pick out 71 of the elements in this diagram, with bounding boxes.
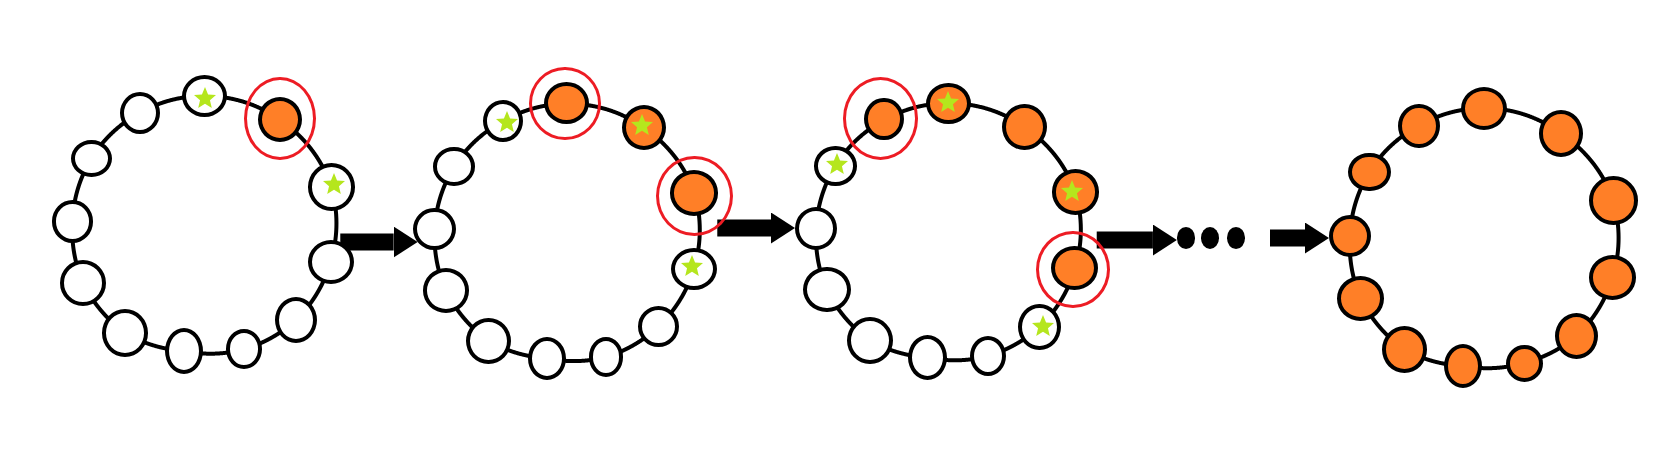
node-circle — [413, 208, 456, 251]
ellipsis-dot — [1226, 226, 1246, 249]
node-circle — [225, 329, 263, 370]
arrow — [717, 212, 795, 244]
node-circle — [165, 328, 203, 374]
node-circle — [433, 147, 475, 186]
highlight-ring — [656, 156, 733, 236]
node-circle — [1381, 325, 1427, 373]
star-icon — [631, 114, 654, 136]
node-circle — [637, 305, 680, 348]
node-circle — [60, 259, 106, 306]
node-circle — [120, 91, 160, 134]
star-icon — [495, 110, 518, 132]
node-circle — [102, 309, 149, 357]
node-circle — [970, 336, 1006, 376]
star-icon — [936, 90, 959, 112]
connector-line — [1051, 286, 1070, 314]
node-circle — [422, 268, 470, 314]
node-circle — [589, 337, 624, 377]
node-circle — [1588, 255, 1637, 300]
node-circle — [482, 100, 524, 143]
connector-line — [454, 307, 474, 329]
connector-line — [463, 129, 489, 154]
star-icon — [681, 255, 704, 277]
node-circle — [864, 97, 904, 141]
node-circle — [1018, 304, 1061, 350]
connector-line — [1369, 315, 1390, 338]
node-circle — [1554, 313, 1599, 360]
node-circle — [1051, 169, 1100, 215]
node-circle — [814, 146, 857, 186]
star-icon — [1060, 180, 1083, 202]
node-circle — [1461, 86, 1508, 130]
connector-line — [92, 299, 111, 321]
node-circle — [257, 96, 302, 142]
node-circle — [1444, 344, 1483, 388]
highlight-ring — [843, 77, 919, 160]
ellipsis-dot — [1176, 226, 1196, 249]
highlight-ring — [529, 67, 601, 140]
star-icon — [323, 173, 346, 195]
highlight-ring — [244, 76, 317, 160]
node-circle — [1538, 110, 1584, 157]
node-circle — [70, 140, 112, 178]
star-icon — [1031, 314, 1054, 336]
node-circle — [307, 240, 354, 284]
connector-line — [835, 306, 856, 329]
arrow — [1096, 224, 1177, 256]
node-circle — [908, 335, 948, 380]
node-circle — [181, 75, 227, 117]
node-circle — [1398, 103, 1440, 148]
node-circle — [1348, 152, 1391, 192]
node-circle — [1588, 176, 1638, 225]
node-circle — [621, 105, 666, 150]
node-circle — [846, 316, 893, 364]
star-icon — [825, 153, 848, 175]
node-circle — [307, 162, 355, 211]
connector-line — [294, 131, 324, 168]
node-circle — [543, 82, 590, 125]
node-circle — [670, 170, 719, 216]
node-circle — [1051, 246, 1098, 291]
arrow — [1270, 222, 1329, 254]
node-circle — [527, 336, 566, 380]
ellipsis-dot — [1201, 226, 1220, 249]
node-circle — [1505, 344, 1543, 382]
arrow — [340, 226, 418, 258]
node-circle — [51, 200, 94, 243]
node-circle — [274, 297, 317, 344]
node-circle — [803, 267, 851, 313]
star-icon — [194, 86, 217, 108]
node-circle — [466, 317, 511, 364]
node-circle — [1002, 104, 1047, 150]
highlight-ring — [1036, 231, 1110, 309]
